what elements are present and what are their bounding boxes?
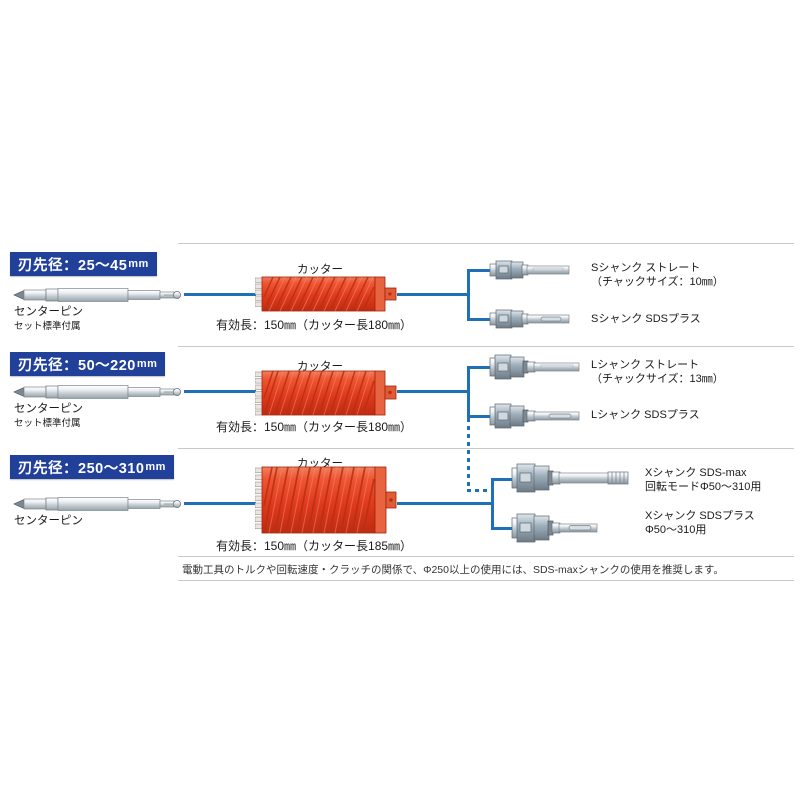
divider-top: [178, 243, 794, 244]
shank-label-row-2-1-line1: Lシャンク SDSプラス: [591, 409, 700, 421]
badge-row-3-unit: mm: [145, 461, 166, 473]
shank-label-row-3-0-line1: Xシャンク SDS-max: [645, 467, 747, 479]
dotted-link-vertical: [467, 418, 470, 492]
connector-cutter-to-bracket-row-2: [397, 390, 469, 393]
shank-label-row-2-0: Lシャンク ストレート （チャックサイズ：13㎜）: [591, 358, 724, 386]
effective-length-label-row-3: 有効長：150㎜（カッター長185㎜）: [216, 537, 412, 554]
shank-label-row-1-0: Sシャンク ストレート （チャックサイズ：10㎜）: [591, 261, 724, 289]
shank-label-row-1-0-line2: （チャックサイズ：10㎜）: [591, 276, 724, 288]
effective-length-text-row-3: 有効長：150㎜（カッター長185㎜）: [216, 539, 413, 553]
center-pin-label-row-2: センターピン セット標準付属: [14, 403, 83, 430]
shank-label-row-1-1: Sシャンク SDSプラス: [591, 312, 701, 326]
connector-cutter-to-bracket-row-3: [397, 502, 493, 505]
shank-label-row-2-0-line2: （チャックサイズ：13㎜）: [591, 373, 724, 385]
cutter-label-row-2-text: カッター: [297, 361, 343, 373]
shank-label-row-3-1-line1: Xシャンク SDSプラス: [645, 510, 755, 522]
connector-pin-to-cutter-row-1: [184, 293, 256, 296]
shank-label-row-2-1: Lシャンク SDSプラス: [591, 408, 700, 422]
bracket-branch-bottom-row-1: [467, 318, 491, 321]
badge-row-2-label: 刃先径：50～220: [18, 357, 136, 374]
bracket-vertical-row-3: [491, 478, 494, 530]
shank-label-row-3-1: Xシャンク SDSプラス Φ50～310用: [645, 509, 755, 537]
badge-row-1-unit: mm: [128, 258, 149, 270]
shank-graphic-row-1-1: [489, 307, 585, 331]
effective-length-text-row-2: 有効長：150㎜（カッター長180㎜）: [216, 420, 413, 434]
cutter-label-row-1-text: カッター: [297, 264, 343, 276]
badge-row-2-unit: mm: [136, 358, 158, 370]
bracket-branch-top-row-2: [467, 366, 491, 369]
center-pin-graphic-row-3: [12, 494, 192, 514]
shank-graphic-row-2-0: [489, 353, 595, 381]
center-pin-label-row-3: センターピン: [14, 515, 83, 529]
bracket-vertical-row-1: [467, 269, 470, 321]
effective-length-label-row-2: 有効長：150㎜（カッター長180㎜）: [216, 418, 412, 435]
cutter-graphic-row-1: [255, 276, 397, 312]
footnote-text: 電動工具のトルクや回転速度・クラッチの関係で、Φ250以上の使用には、SDS-m…: [182, 564, 724, 576]
center-pin-label-row-3-main: センターピン: [14, 515, 83, 527]
shank-label-row-1-0-line1: Sシャンク ストレート: [591, 262, 701, 274]
cutter-graphic-row-3: [255, 466, 397, 534]
shank-graphic-row-3-0: [511, 462, 639, 494]
divider-footnote-top: [178, 556, 794, 557]
cutter-label-row-1: カッター: [297, 261, 343, 277]
shank-graphic-row-3-1: [511, 512, 639, 544]
effective-length-text-row-1: 有効長：150㎜（カッター長180㎜）: [216, 318, 413, 332]
shank-label-row-3-0-line2: 回転モードΦ50～310用: [645, 481, 762, 493]
divider-row2-3: [178, 448, 794, 449]
center-pin-label-row-2-sub: セット標準付属: [14, 417, 81, 429]
center-pin-label-row-2-main: センターピン: [14, 403, 83, 415]
dotted-link-horizontal: [467, 489, 493, 492]
shank-graphic-row-2-1: [489, 402, 595, 430]
bracket-vertical-row-2: [467, 366, 470, 418]
connector-pin-to-cutter-row-3: [184, 502, 256, 505]
shank-graphic-row-1-0: [489, 258, 585, 282]
shank-label-row-3-0: Xシャンク SDS-max 回転モードΦ50～310用: [645, 466, 761, 494]
connector-pin-to-cutter-row-2: [184, 390, 256, 393]
shank-label-row-3-1-line2: Φ50～310用: [645, 524, 707, 536]
cutter-graphic-row-2: [255, 370, 397, 416]
cutter-label-row-2: カッター: [297, 358, 343, 374]
shank-label-row-2-0-line1: Lシャンク ストレート: [591, 359, 700, 371]
shank-label-row-1-1-line1: Sシャンク SDSプラス: [591, 313, 701, 325]
center-pin-graphic-row-2: [12, 382, 192, 402]
badge-row-1-label: 刃先径：25～45: [18, 257, 128, 274]
bracket-branch-bottom-row-3: [491, 527, 513, 530]
divider-bottom: [178, 580, 794, 581]
bracket-branch-bottom-row-2: [467, 415, 491, 418]
bracket-branch-top-row-1: [467, 269, 491, 272]
center-pin-label-row-1-main: センターピン: [14, 306, 83, 318]
divider-row1-2: [178, 346, 794, 347]
center-pin-label-row-1: センターピン セット標準付属: [14, 306, 83, 333]
center-pin-label-row-1-sub: セット標準付属: [14, 320, 81, 332]
center-pin-graphic-row-1: [12, 285, 192, 305]
connector-cutter-to-bracket-row-1: [397, 293, 469, 296]
bracket-branch-top-row-3: [491, 478, 513, 481]
effective-length-label-row-1: 有効長：150㎜（カッター長180㎜）: [216, 316, 412, 333]
badge-row-3-label: 刃先径：250～310: [18, 460, 145, 477]
